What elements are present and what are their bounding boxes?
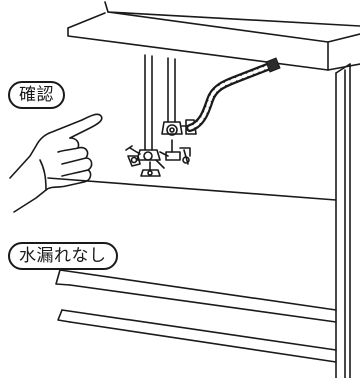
cabinet-floor xyxy=(47,177,337,363)
callout-no-leak: 水漏れなし xyxy=(8,242,118,270)
cabinet-side-panel xyxy=(335,63,351,379)
countertop xyxy=(67,1,360,71)
callout-check: 確認 xyxy=(8,81,65,109)
supply-pipes xyxy=(144,54,176,151)
faucet-valve-icon xyxy=(125,145,169,177)
drain-hose-icon xyxy=(186,57,281,132)
pointing-hand-icon xyxy=(9,113,103,213)
